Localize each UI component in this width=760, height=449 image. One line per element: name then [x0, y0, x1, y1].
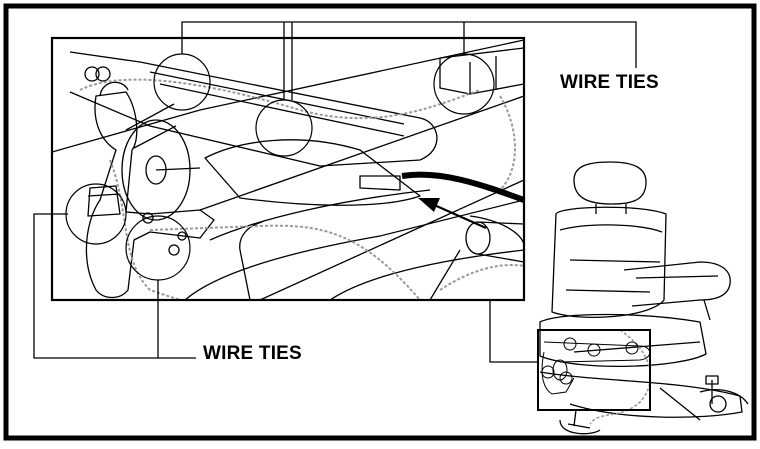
power-chair-overview — [539, 161, 749, 435]
callout-leaders — [33, 21, 637, 363]
wire-ties-label-top: WIRE TIES — [560, 72, 659, 93]
inset-frame — [50, 36, 526, 302]
wire-ties-label-bottom: WIRE TIES — [203, 343, 302, 364]
direction-arrow — [418, 198, 487, 230]
outer-border — [3, 3, 757, 441]
inset-detail — [50, 36, 526, 302]
chair-detail-frame — [537, 329, 651, 411]
